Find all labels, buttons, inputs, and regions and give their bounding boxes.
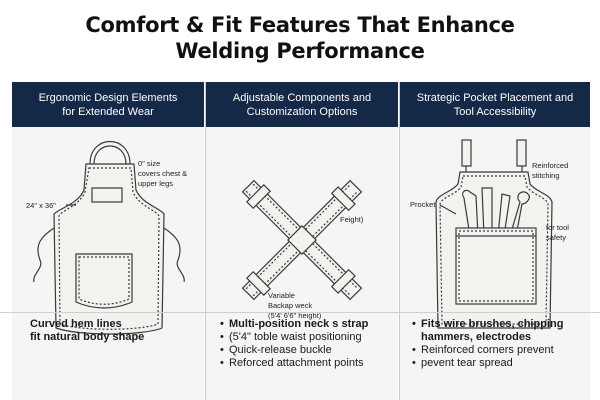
right-waist-tie — [163, 227, 185, 283]
buckle — [245, 183, 272, 210]
title-line-2: Welding Performance — [175, 39, 425, 63]
bullet-text: hammers, electrodes — [421, 331, 532, 343]
caption-line-1: Curved hem lines — [30, 318, 122, 330]
chipping-hammer-icon — [481, 187, 493, 237]
neck-strap — [89, 140, 131, 165]
header-line-2: Customization Options — [246, 105, 358, 118]
wrench-icon — [462, 189, 479, 237]
left-waist-tie — [33, 227, 55, 283]
spanner-icon — [509, 191, 530, 237]
header-line-2: for Extended Wear — [62, 105, 154, 118]
label-size-2: covers chest & — [138, 169, 187, 178]
bullet-text: pevent tear spread — [421, 357, 513, 369]
bullet-item: •Reinforced corners prevent — [412, 344, 554, 356]
header-line-2: Tool Accessibility — [453, 105, 537, 118]
panel-adjustable: Adjustable Components and Customization … — [206, 82, 398, 400]
label-tool-1: for tool — [546, 223, 569, 232]
bullet-text: Fits wire brushes, chipping — [421, 318, 564, 330]
bullet-item: •Reforced attachment points — [220, 357, 364, 369]
bullet-item: •Multi-position neck s strap — [220, 318, 369, 330]
label-pocket: Procket — [410, 200, 436, 209]
label-reinforced-2: stitching — [532, 171, 560, 180]
caption-line-2: fit natural body shape — [30, 331, 145, 343]
caption-ergonomic: Curved hem lines fit natural body shape — [30, 318, 200, 344]
buckle — [330, 186, 356, 212]
bullet-text: Reinforced corners prevent — [421, 344, 554, 356]
shoulder-strap-right — [516, 139, 527, 167]
lower-pocket — [75, 253, 133, 309]
label-tool-2: safety — [546, 233, 566, 242]
bullet-text: Multi-position neck s strap — [229, 318, 369, 330]
panel-header-ergonomic: Ergonomic Design Elements for Extended W… — [12, 82, 204, 127]
header-line-1: Strategic Pocket Placement and — [416, 91, 574, 104]
panel-pockets: Strategic Pocket Placement and Tool Acce… — [400, 82, 590, 400]
label-height: Feight) — [340, 215, 364, 224]
label-variable-2: Backap weck — [268, 301, 312, 310]
caption-pockets: •Fits wire brushes, chipping hammers, el… — [412, 318, 597, 370]
label-variable-1: Variable — [268, 291, 295, 300]
label-dimensions: 24" x 36" — [26, 201, 56, 210]
crossed-straps-illustration: Feight) Variable Backap weck (5'4' 6'6" … — [241, 179, 364, 320]
bullet-item: •Fits wire brushes, chipping — [412, 318, 564, 330]
header-line-1: Ergonomic Design Elements — [38, 91, 178, 104]
page-title: Comfort & Fit Features That Enhance Weld… — [0, 12, 600, 64]
chest-pocket — [91, 187, 123, 203]
panel-header-pockets: Strategic Pocket Placement and Tool Acce… — [400, 82, 590, 127]
title-line-1: Comfort & Fit Features That Enhance — [85, 13, 515, 37]
buckle — [330, 268, 356, 294]
wire-brush-icon — [497, 193, 511, 237]
bullet-item: •Quick-release buckle — [220, 344, 332, 356]
bullet-item: •pevent tear spread — [412, 357, 513, 369]
bullet-text: (5'4" toble waist positioning — [229, 331, 362, 343]
label-reinforced-1: Reinforced — [532, 161, 568, 170]
shoulder-strap-left — [461, 139, 472, 167]
caption-divider — [0, 312, 600, 313]
apron-front-illustration: 0" size covers chest & upper legs 24" x … — [26, 140, 187, 335]
label-variable-3: (5'4' 6'6" height) — [268, 311, 322, 320]
bullet-item: •(5'4" toble waist positioning — [220, 331, 362, 343]
bullet-text: Quick-release buckle — [229, 344, 332, 356]
label-size-3: upper legs — [138, 179, 173, 188]
tool-pocket — [455, 227, 537, 305]
pocket-tools-illustration: Reinforced stitching Procket for tool sa… — [410, 139, 569, 329]
label-size-1: 0" size — [138, 159, 160, 168]
center-pad — [287, 225, 317, 255]
panel-header-adjustable: Adjustable Components and Customization … — [206, 82, 398, 127]
header-line-1: Adjustable Components and — [232, 91, 372, 104]
bullet-continuation: hammers, electrodes — [412, 331, 597, 344]
caption-adjustable: •Multi-position neck s strap •(5'4" tobl… — [220, 318, 400, 370]
panel-ergonomic: Ergonomic Design Elements for Extended W… — [12, 82, 204, 400]
divider-2 — [399, 82, 400, 400]
buckle — [245, 270, 272, 297]
bullet-text: Reforced attachment points — [229, 357, 364, 369]
divider-1 — [205, 82, 206, 400]
